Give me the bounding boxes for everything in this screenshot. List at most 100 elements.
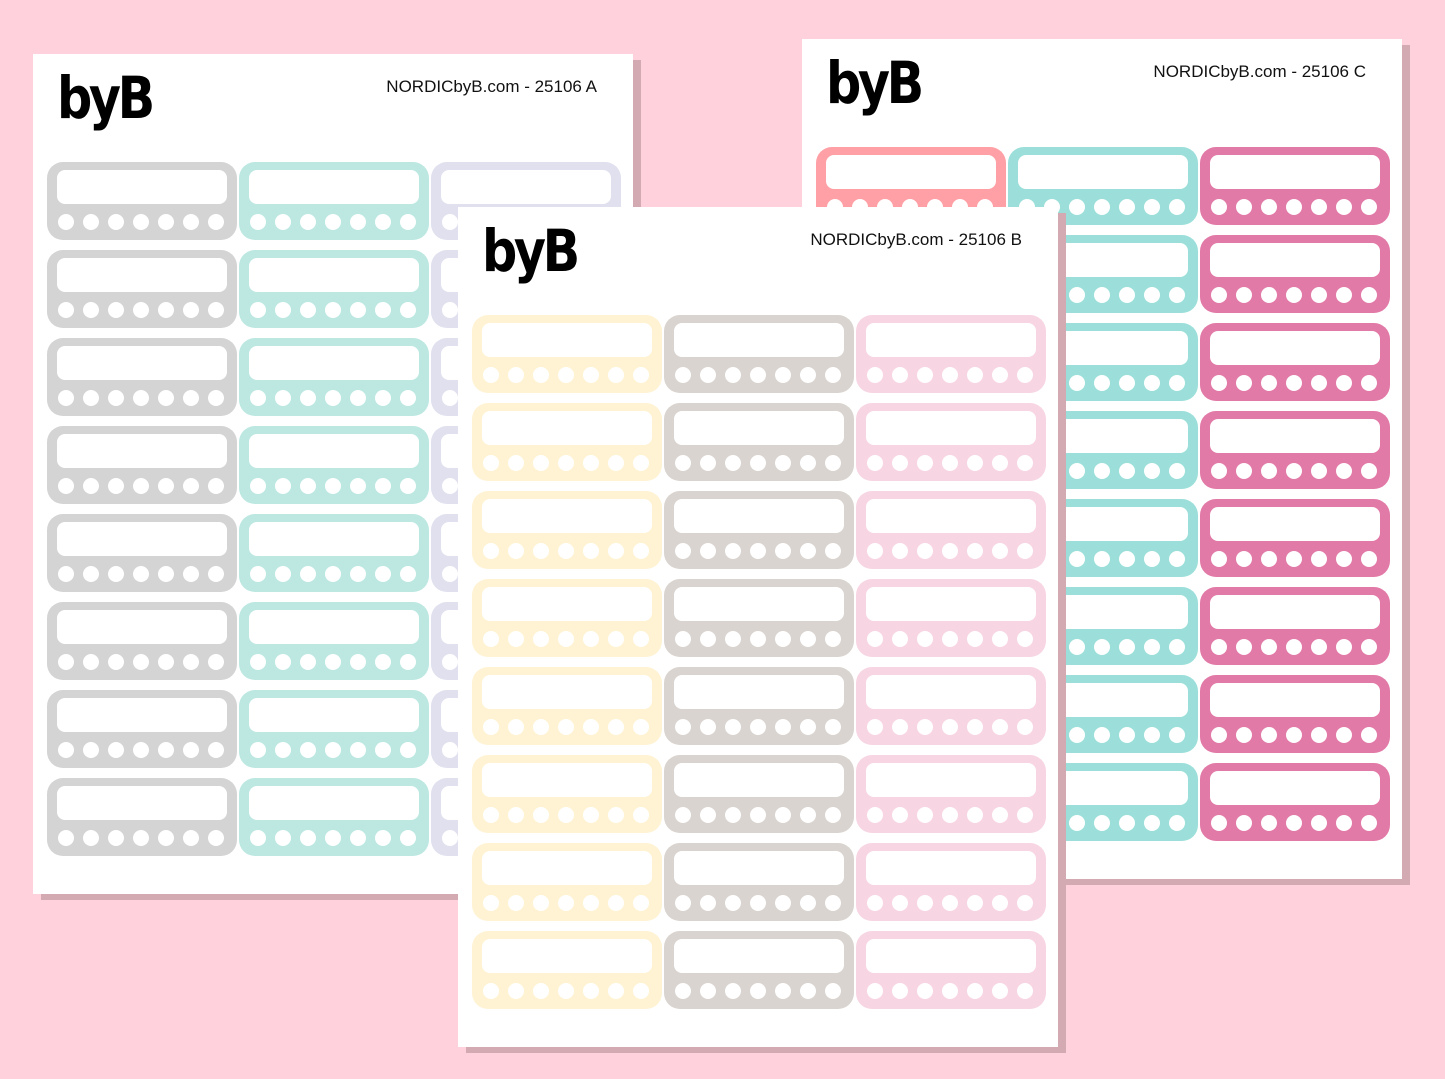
checkbox-dot xyxy=(1236,375,1252,391)
checklist-sticker xyxy=(239,162,429,240)
checkbox-dot xyxy=(1361,815,1377,831)
checkbox-dot xyxy=(208,302,224,318)
checklist-sticker xyxy=(472,491,662,569)
sticker-dots xyxy=(58,478,224,494)
checkbox-dot xyxy=(533,455,549,471)
sticker-dots xyxy=(250,830,416,846)
checkbox-dot xyxy=(1311,551,1327,567)
checkbox-dot xyxy=(158,654,174,670)
checkbox-dot xyxy=(250,214,266,230)
checkbox-dot xyxy=(700,543,716,559)
checklist-sticker xyxy=(472,755,662,833)
sticker-dots xyxy=(1211,199,1377,215)
sticker-dots xyxy=(675,895,841,911)
checkbox-dot xyxy=(1236,727,1252,743)
checklist-sticker xyxy=(664,667,854,745)
checkbox-dot xyxy=(775,455,791,471)
checkbox-dot xyxy=(158,566,174,582)
checkbox-dot xyxy=(1211,639,1227,655)
sticker-label-box xyxy=(249,434,419,468)
checkbox-dot xyxy=(108,478,124,494)
checkbox-dot xyxy=(275,566,291,582)
checkbox-dot xyxy=(1119,463,1135,479)
checkbox-dot xyxy=(942,543,958,559)
sticker-label-box xyxy=(57,258,227,292)
sticker-label-box xyxy=(866,851,1036,885)
checkbox-dot xyxy=(400,478,416,494)
checkbox-dot xyxy=(325,214,341,230)
checkbox-dot xyxy=(108,566,124,582)
checkbox-dot xyxy=(133,214,149,230)
checkbox-dot xyxy=(1361,551,1377,567)
checkbox-dot xyxy=(825,455,841,471)
checkbox-dot xyxy=(1311,199,1327,215)
sticker-dots xyxy=(250,654,416,670)
checkbox-dot xyxy=(350,654,366,670)
checkbox-dot xyxy=(558,983,574,999)
checkbox-dot xyxy=(508,543,524,559)
checkbox-dot xyxy=(725,367,741,383)
sticker-label-box xyxy=(249,346,419,380)
sticker-label-box xyxy=(57,610,227,644)
checkbox-dot xyxy=(375,830,391,846)
checkbox-dot xyxy=(375,302,391,318)
checkbox-dot xyxy=(1211,199,1227,215)
checkbox-dot xyxy=(867,367,883,383)
checkbox-dot xyxy=(375,742,391,758)
checkbox-dot xyxy=(250,390,266,406)
checkbox-dot xyxy=(300,830,316,846)
checkbox-dot xyxy=(250,654,266,670)
checkbox-dot xyxy=(633,807,649,823)
checkbox-dot xyxy=(558,543,574,559)
checkbox-dot xyxy=(1236,199,1252,215)
checkbox-dot xyxy=(825,895,841,911)
checkbox-dot xyxy=(400,654,416,670)
checkbox-dot xyxy=(1017,631,1033,647)
checkbox-dot xyxy=(58,390,74,406)
checkbox-dot xyxy=(1169,727,1185,743)
checklist-sticker xyxy=(1200,235,1390,313)
checkbox-dot xyxy=(1261,727,1277,743)
checkbox-dot xyxy=(1236,639,1252,655)
checklist-sticker xyxy=(472,315,662,393)
checkbox-dot xyxy=(942,367,958,383)
checkbox-dot xyxy=(183,742,199,758)
checkbox-dot xyxy=(325,566,341,582)
checkbox-dot xyxy=(867,543,883,559)
checklist-sticker xyxy=(1200,147,1390,225)
checklist-sticker xyxy=(664,843,854,921)
checkbox-dot xyxy=(533,367,549,383)
checkbox-dot xyxy=(158,390,174,406)
sticker-label-box xyxy=(482,411,652,445)
sticker-label-box xyxy=(441,170,611,204)
checkbox-dot xyxy=(992,543,1008,559)
checkbox-dot xyxy=(675,807,691,823)
sticker-label-box xyxy=(57,346,227,380)
checklist-sticker xyxy=(47,514,237,592)
checkbox-dot xyxy=(1144,463,1160,479)
checkbox-dot xyxy=(275,390,291,406)
checkbox-dot xyxy=(750,807,766,823)
checkbox-dot xyxy=(1169,463,1185,479)
checkbox-dot xyxy=(1336,639,1352,655)
sticker-dots xyxy=(250,478,416,494)
checkbox-dot xyxy=(1286,815,1302,831)
checkbox-dot xyxy=(83,302,99,318)
checkbox-dot xyxy=(1336,287,1352,303)
sticker-dots xyxy=(867,895,1033,911)
checkbox-dot xyxy=(133,830,149,846)
checkbox-dot xyxy=(483,807,499,823)
checkbox-dot xyxy=(1094,727,1110,743)
checkbox-dot xyxy=(583,543,599,559)
checkbox-dot xyxy=(83,390,99,406)
sticker-label-box xyxy=(57,170,227,204)
checkbox-dot xyxy=(892,983,908,999)
sticker-dots xyxy=(867,455,1033,471)
checkbox-dot xyxy=(350,566,366,582)
sticker-label-box xyxy=(249,786,419,820)
byb-logo: byB xyxy=(57,64,155,132)
sticker-dots xyxy=(867,543,1033,559)
checkbox-dot xyxy=(942,719,958,735)
sticker-dots xyxy=(58,566,224,582)
checkbox-dot xyxy=(725,631,741,647)
